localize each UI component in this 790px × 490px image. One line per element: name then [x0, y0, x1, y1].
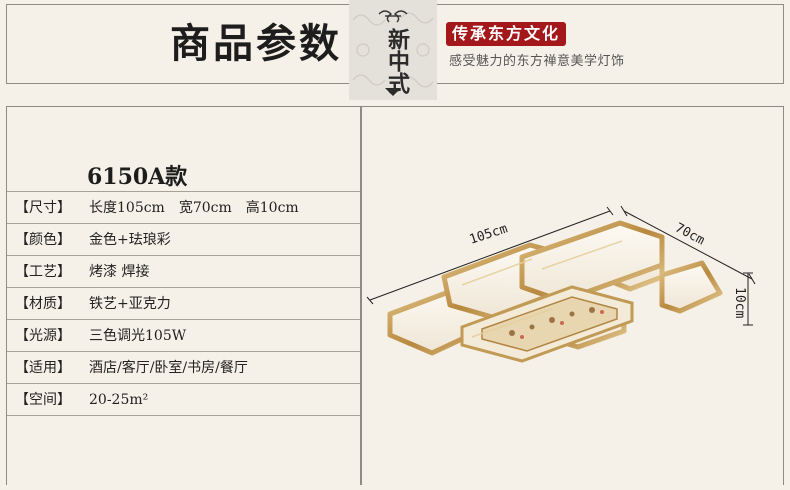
spec-label: 【材质】: [15, 296, 71, 312]
spec-label: 【尺寸】: [15, 200, 71, 216]
spec-row-color: 【颜色】 金色+珐琅彩: [7, 223, 360, 255]
page-title: 商品参数: [170, 20, 342, 67]
spec-label: 【光源】: [15, 328, 71, 344]
spec-row-space: 【空间】 20-25m²: [7, 383, 360, 415]
product-image-panel: 105cm 70cm 10cm: [361, 106, 784, 485]
spec-divider: [7, 415, 360, 416]
spec-label: 【颜色】: [15, 232, 71, 248]
cloud-pattern-icon: [352, 10, 434, 96]
spec-value: 烤漆 焊接: [89, 264, 150, 280]
spec-row-size: 【尺寸】 长度105cm 宽70cm 高10cm: [7, 191, 360, 223]
ceiling-light-illustration: [366, 205, 756, 363]
dimension-height: 10cm: [732, 287, 747, 319]
spec-value: 铁艺+亚克力: [89, 296, 171, 312]
spec-label: 【工艺】: [15, 264, 71, 280]
spec-label: 【适用】: [15, 360, 71, 376]
specs-panel: 6150A款 【尺寸】 长度105cm 宽70cm 高10cm 【颜色】 金色+…: [6, 106, 361, 485]
spec-row-craft: 【工艺】 烤漆 焊接: [7, 255, 360, 287]
spec-row-usage: 【适用】 酒店/客厅/卧室/书房/餐厅: [7, 351, 360, 383]
spec-label: 【空间】: [15, 392, 71, 408]
spec-value: 酒店/客厅/卧室/书房/餐厅: [89, 360, 248, 376]
spec-value: 金色+珐琅彩: [89, 232, 171, 248]
style-badge: 新中式: [349, 0, 437, 100]
spec-value: 三色调光105W: [89, 328, 187, 344]
tagline-banner: 传承东方文化: [446, 22, 567, 46]
badge-label: 新中式: [384, 28, 410, 94]
tagline-subtitle: 感受魅力的东方禅意美学灯饰: [449, 54, 625, 69]
spec-row-material: 【材质】 铁艺+亚克力: [7, 287, 360, 319]
spec-row-light-source: 【光源】 三色调光105W: [7, 319, 360, 351]
spec-value: 长度105cm 宽70cm 高10cm: [89, 200, 299, 216]
model-name: 6150A款: [87, 164, 188, 190]
spec-value: 20-25m²: [89, 392, 149, 408]
